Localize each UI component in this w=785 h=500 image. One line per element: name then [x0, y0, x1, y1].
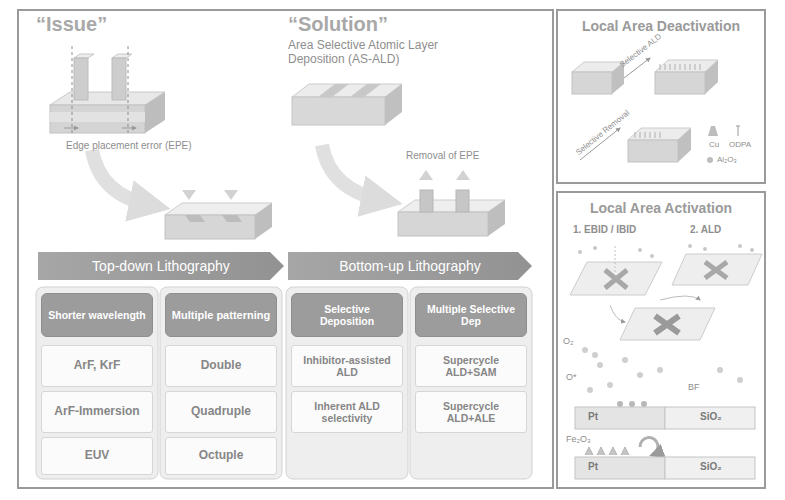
band-arrow: Bottom-up Lithography — [288, 252, 532, 280]
annotation: Edge placement error (EPE) — [66, 140, 192, 152]
species-label: O* — [566, 372, 577, 382]
activation-art — [570, 244, 762, 479]
box-text: Multiple patterning — [168, 309, 274, 322]
left-panel — [18, 10, 553, 488]
species-label: BF — [688, 382, 700, 392]
table-cell: ArF-Immersion — [41, 391, 153, 433]
step-label: 1. EBID / IBID — [573, 224, 636, 236]
box-text: ArF-Immersion — [50, 405, 143, 419]
box-text: Shorter wavelength — [44, 309, 149, 321]
box-text: Supercycle ALD+SAM — [416, 354, 526, 378]
issue-structure — [50, 46, 165, 134]
step-label: 2. ALD — [690, 224, 721, 236]
table-cell: Octuple — [165, 437, 277, 475]
right-panel — [557, 10, 765, 183]
box-text: EUV — [81, 449, 114, 463]
box-text: Double — [197, 359, 246, 373]
box-text: ArF, KrF — [70, 359, 125, 373]
material-label: Fe₂O₃ — [566, 434, 591, 444]
flow-arrow — [92, 150, 150, 205]
box-text: Top-down Lithography — [92, 258, 230, 274]
box-text: Selective Deposition — [292, 303, 402, 327]
table-cell: Inhibitor-assisted ALD — [291, 345, 403, 387]
material-label: Pt — [588, 411, 598, 423]
right-panel — [557, 192, 765, 488]
deactivation-art — [572, 58, 740, 163]
flow-arrow — [322, 145, 382, 200]
column-header: Selective Deposition — [291, 293, 403, 337]
box-text: Supercycle ALD+ALE — [416, 400, 526, 424]
table-cell: EUV — [41, 437, 153, 475]
symbol-label: Al₂O₃ — [717, 155, 737, 164]
table-cell: Quadruple — [165, 391, 277, 433]
table-cell: Supercycle ALD+SAM — [415, 345, 527, 387]
column-ground — [36, 287, 532, 479]
table-cell: Double — [165, 345, 277, 387]
panel-title: Local Area Deactivation — [582, 18, 740, 34]
band-arrow: Top-down Lithography — [38, 252, 284, 280]
box-text: Inherent ALD selectivity — [292, 400, 402, 424]
material-label: Pt — [588, 461, 598, 473]
box-text: Multiple Selective Dep — [416, 303, 526, 327]
panel-title: Local Area Activation — [590, 200, 732, 216]
issue-result — [165, 190, 272, 239]
solution-result — [398, 170, 505, 236]
box-text: Inhibitor-assisted ALD — [292, 354, 402, 378]
heading: “Solution” — [288, 13, 388, 36]
solution-structure — [292, 84, 402, 125]
subheading: Area Selective Atomic Layer Deposition (… — [288, 39, 468, 67]
box-text: Octuple — [195, 449, 248, 463]
material-label: SiO₂ — [700, 411, 722, 423]
box-text: Bottom-up Lithography — [339, 258, 481, 274]
column-header: Multiple Selective Dep — [415, 293, 527, 337]
species-label: O₂ — [563, 336, 574, 346]
heading: “Issue” — [36, 13, 107, 36]
table-cell: Inherent ALD selectivity — [291, 391, 403, 433]
column-header: Multiple patterning — [165, 293, 277, 337]
symbol-label: ODPA — [729, 140, 751, 149]
material-label: SiO₂ — [700, 461, 722, 473]
column-header: Shorter wavelength — [41, 293, 153, 337]
table-cell: Supercycle ALD+ALE — [415, 391, 527, 433]
annotation: Removal of EPE — [406, 150, 479, 162]
box-text: Quadruple — [187, 405, 255, 419]
symbol-label: Cu — [709, 140, 719, 149]
table-cell: ArF, KrF — [41, 345, 153, 387]
